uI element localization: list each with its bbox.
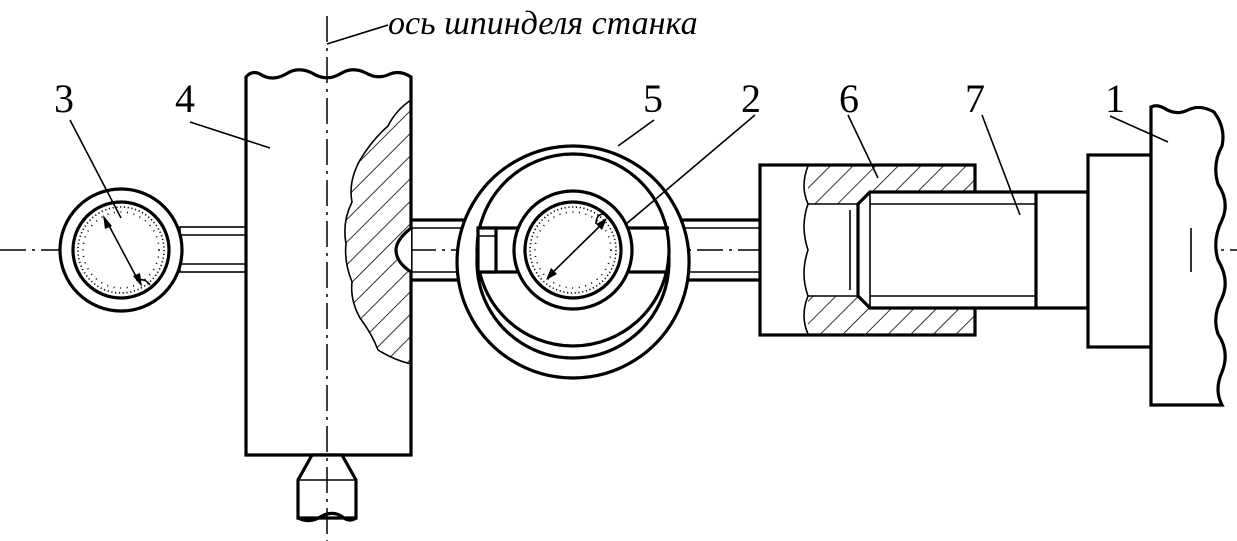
dial-indicator-left (58, 187, 247, 313)
fixture-part-1 (1086, 104, 1227, 407)
part-label-5: 5 (643, 76, 663, 121)
leader-lines (69, 114, 1169, 226)
dial-indicator-center (512, 189, 634, 311)
part-label-1: 1 (1105, 76, 1125, 121)
part-label-3: 3 (54, 76, 74, 121)
part-label-6: 6 (839, 76, 859, 121)
part-label-7: 7 (965, 76, 985, 121)
spindle-axis-label: ось шпинделя станка (388, 5, 698, 42)
part-label-2: 2 (741, 76, 761, 121)
part-label-4: 4 (175, 76, 195, 121)
axis-leader-line (326, 24, 389, 45)
mandrel-part-7 (856, 190, 1090, 310)
spindle-body (244, 68, 413, 523)
